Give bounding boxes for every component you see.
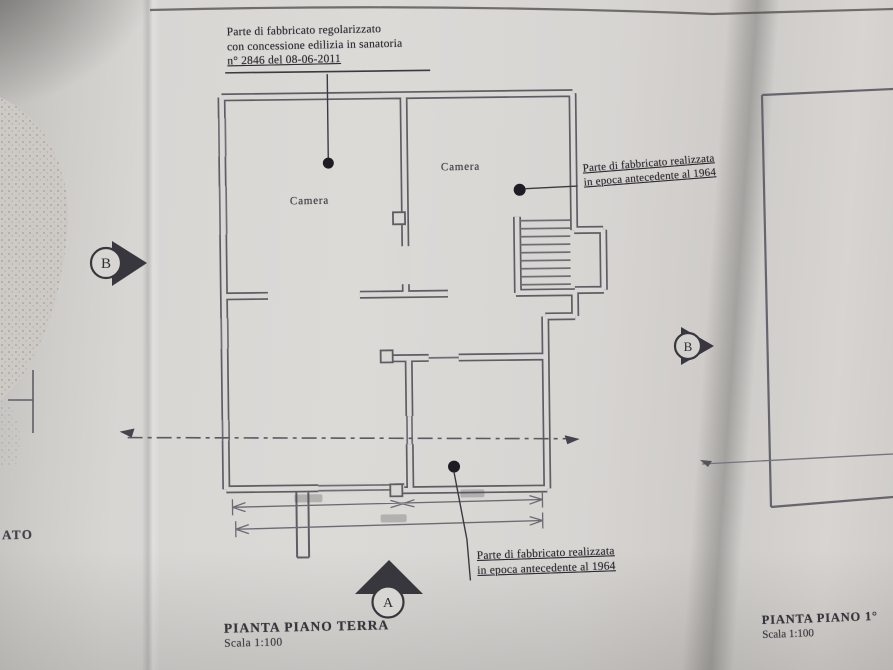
section-arrow-left xyxy=(119,428,135,438)
first-floor-section-tick xyxy=(700,460,712,467)
section-marker-b-right: B xyxy=(673,327,714,365)
leader-lines xyxy=(225,69,578,581)
dimension-lines xyxy=(231,491,544,538)
stairs xyxy=(520,219,571,286)
section-marker-a-bottom-label: A xyxy=(383,596,394,611)
dot-room1 xyxy=(322,157,334,169)
dimension-text-smudges xyxy=(294,489,485,523)
section-marker-b-right-label: B xyxy=(684,339,693,354)
door-jambs xyxy=(379,211,406,498)
left-page-tree-stipple xyxy=(0,97,68,466)
ground-floor-plan xyxy=(119,69,608,581)
left-page-fragment-text: ATO xyxy=(1,526,34,543)
paper-top-edge-line xyxy=(149,6,893,16)
section-marker-b-left-label: B xyxy=(101,256,111,272)
section-marker-a-bottom: A xyxy=(355,560,423,619)
annotation-top: Parte di fabbricato regolarizzato con co… xyxy=(227,21,458,70)
chimney-stub xyxy=(295,492,311,559)
annotation-bottom: Parte di fabbricato realizzata in epoca … xyxy=(477,543,653,579)
section-marker-b-left: B xyxy=(89,241,147,286)
room-label-camera-1: Camera xyxy=(289,194,330,208)
section-line xyxy=(119,428,580,445)
room-label-camera-2: Camera xyxy=(440,160,481,174)
wall-openings xyxy=(215,118,412,495)
first-floor-plan-frame xyxy=(760,87,893,509)
dot-bottom-room xyxy=(448,460,461,473)
ground-floor-caption: PIANTA PIANO TERRA Scala 1:100 xyxy=(224,617,390,649)
section-arrow-right xyxy=(564,435,580,445)
reference-dots xyxy=(322,157,526,473)
walls-inner xyxy=(219,90,607,493)
dot-room2 xyxy=(513,183,526,196)
left-page-fragment-lines xyxy=(8,370,34,433)
window-lines xyxy=(217,118,459,492)
first-floor-caption: PIANTA PIANO 1° Scala 1:100 xyxy=(762,609,879,641)
first-floor-section-line xyxy=(701,453,893,465)
